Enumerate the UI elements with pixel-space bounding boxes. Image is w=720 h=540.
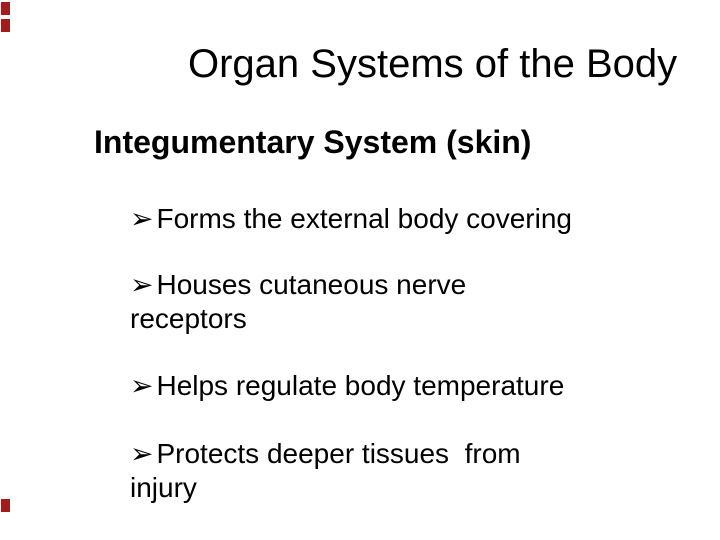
arrow-bullet-icon: ➢	[130, 438, 154, 469]
bullet-item: ➢Helps regulate body temperature	[130, 369, 612, 403]
bullet-text: Forms the external body covering	[156, 203, 572, 234]
bullet-text: Houses cutaneous nerve receptors	[130, 269, 467, 334]
arrow-bullet-icon: ➢	[130, 203, 154, 234]
arrow-bullet-icon: ➢	[130, 269, 154, 300]
arrow-bullet-icon: ➢	[130, 370, 154, 401]
bullet-text: Helps regulate body temperature	[156, 370, 565, 401]
bullet-text: Protects deeper tissues from injury	[130, 438, 521, 503]
section-heading: Integumentary System (skin)	[94, 124, 532, 160]
bullet-item: ➢Protects deeper tissues from injury	[130, 437, 612, 505]
slide-title: Organ Systems of the Body	[188, 42, 678, 86]
red-accent-mark	[1, 19, 10, 32]
red-accent-mark	[1, 499, 10, 512]
bullet-item: ➢Houses cutaneous nerve receptors	[130, 268, 612, 336]
red-accent-mark	[1, 2, 10, 15]
bullet-item: ➢Forms the external body covering	[130, 202, 612, 236]
